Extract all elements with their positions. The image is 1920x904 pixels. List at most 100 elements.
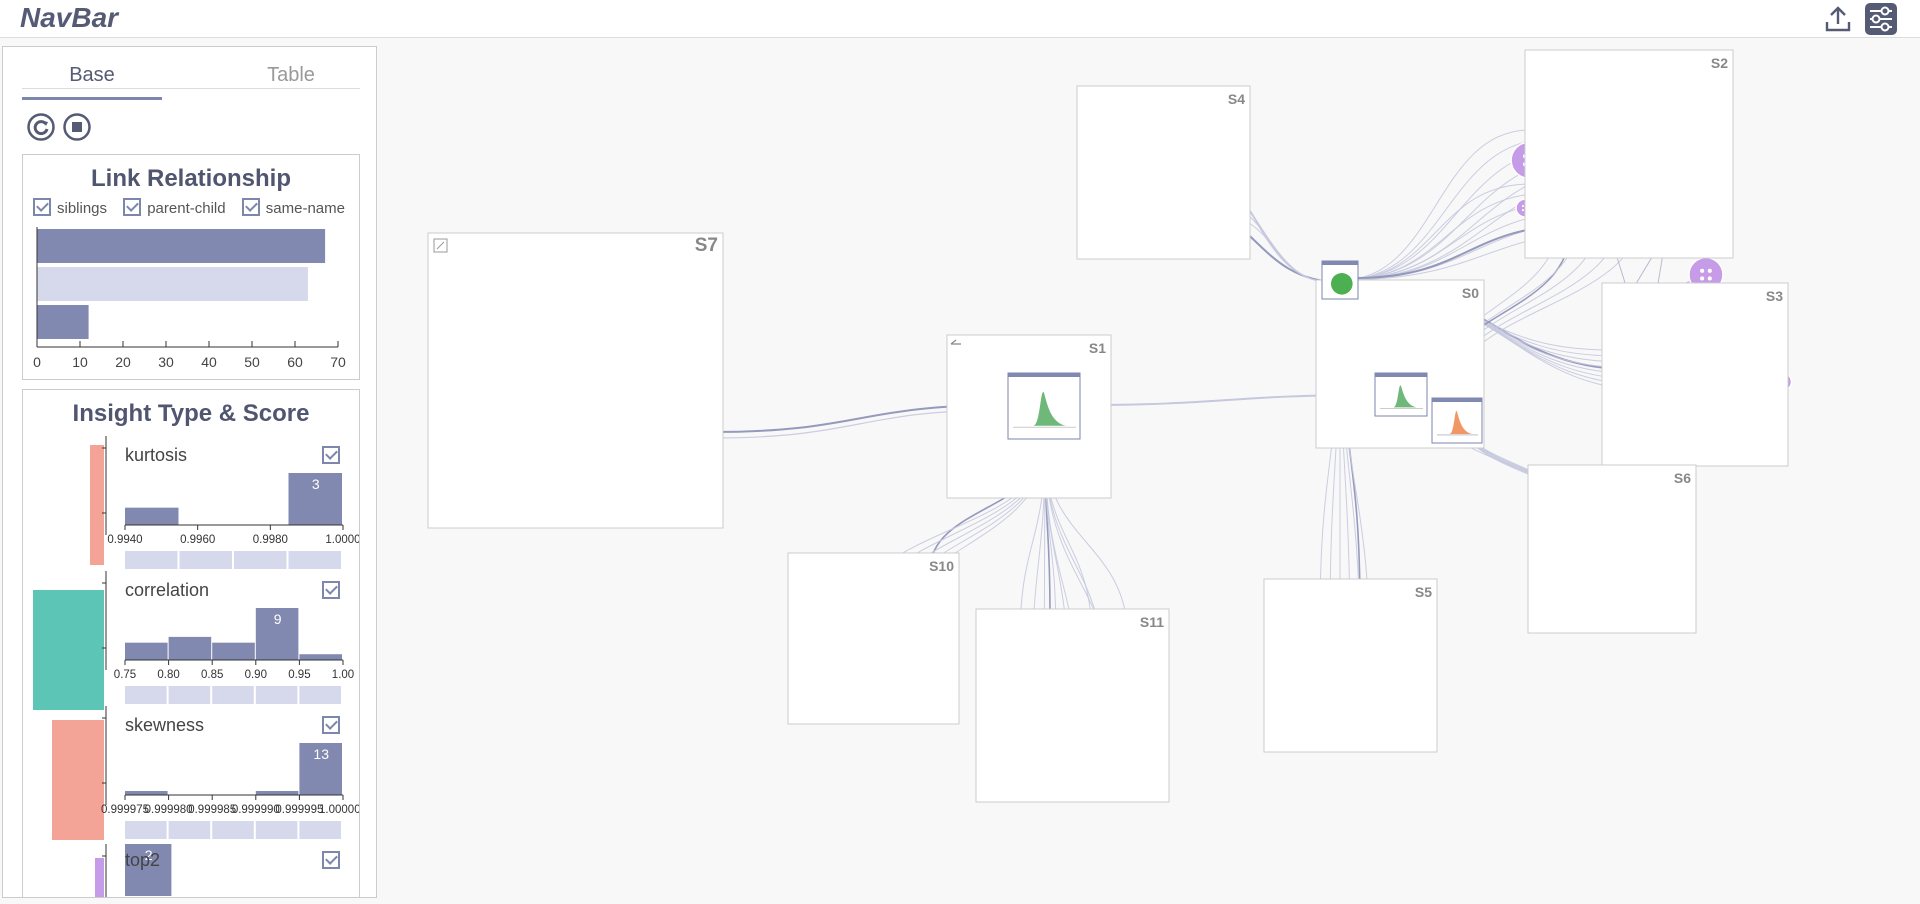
insight-score-slider	[288, 551, 341, 569]
insight-type-bar-correlation	[33, 590, 104, 710]
link-axis-tick-label: 70	[330, 354, 346, 370]
dot-icon	[1521, 204, 1525, 208]
dot-icon	[1521, 209, 1525, 212]
subspace-frame	[1527, 464, 1697, 634]
insight-hist-bar	[125, 844, 172, 896]
option-same-name[interactable]: same-name	[241, 198, 345, 217]
insight-hist-bar	[299, 743, 342, 795]
insight-label-kurtosis: kurtosis	[125, 445, 188, 465]
checkbox-icon[interactable]	[33, 198, 51, 216]
skewness-checkbox[interactable]	[322, 716, 340, 734]
insight-tick-label: 0.85	[201, 669, 223, 681]
tab-divider	[22, 88, 360, 89]
dot-icon	[1707, 276, 1712, 281]
insight-type-bar-kurtosis	[90, 445, 104, 565]
insight-score-slider	[212, 686, 254, 704]
card-header	[1432, 398, 1482, 402]
insight-hist-bar	[255, 791, 299, 795]
insight-label-correlation: correlation	[125, 580, 210, 600]
subspace-label: S11	[1140, 614, 1164, 630]
insight-type-bar-top2	[95, 858, 104, 897]
stop-icon[interactable]	[63, 113, 91, 141]
card-header	[1375, 373, 1427, 377]
insight-hist-bar	[125, 507, 179, 525]
insight-tick-label: 0.9960	[180, 534, 215, 546]
insight-tick-label: 0.80	[157, 669, 179, 681]
correlation-checkbox[interactable]	[322, 581, 340, 599]
expand-icon	[433, 238, 448, 253]
subspace-frame	[1524, 49, 1734, 259]
insight-type-bar-skewness	[52, 720, 104, 840]
insight-hist-bar	[212, 642, 255, 660]
insight-hist-label: 9	[274, 611, 282, 627]
checkbox-icon[interactable]	[241, 198, 260, 216]
link-axis-tick-label: 30	[158, 354, 174, 370]
link-relationship-title: Link Relationship	[90, 165, 291, 192]
insight-hist-bar	[299, 654, 342, 660]
card-density-icon	[1033, 392, 1066, 426]
link-bar	[37, 229, 326, 263]
insight-score-slider	[234, 551, 287, 569]
link-axis-tick-label: 20	[115, 354, 131, 370]
insight-score-slider	[125, 686, 167, 704]
link-bar	[37, 305, 89, 339]
insight-score-slider	[299, 686, 341, 704]
subspace-frame	[427, 232, 724, 529]
card-density-icon	[1449, 410, 1472, 434]
insight-label-skewness: skewness	[125, 715, 205, 735]
insight-tick-label: 1.00	[332, 669, 354, 681]
subspace-label: S5	[1415, 584, 1432, 600]
insight-score-slider	[299, 821, 341, 839]
insight-preview-card	[1321, 260, 1359, 300]
checkbox-icon[interactable]	[123, 198, 142, 216]
refresh-icon[interactable]	[27, 113, 55, 141]
sliders-icon[interactable]	[1864, 2, 1898, 36]
card-density-icon	[1393, 385, 1417, 408]
dot-icon	[1707, 268, 1712, 273]
option-parent-child[interactable]: parent-child	[123, 198, 226, 217]
tab-table[interactable]: Table	[267, 64, 315, 86]
top2-checkbox[interactable]	[322, 851, 340, 869]
subspace-label: S3	[1766, 288, 1783, 304]
upload-icon[interactable]	[1823, 4, 1853, 34]
dot-icon	[1700, 276, 1705, 281]
kurtosis-checkbox[interactable]	[322, 446, 340, 464]
inter-link	[1341, 129, 1531, 281]
insight-hist-label: 2	[145, 847, 153, 863]
insight-tick-label: 1.0000	[325, 534, 359, 546]
link-axis-tick-label: 10	[72, 354, 88, 370]
card-header	[1008, 373, 1080, 377]
link-axis-tick-label: 50	[244, 354, 260, 370]
insight-score-slider	[255, 686, 298, 704]
insight-tick-label: 0.95	[288, 669, 310, 681]
insight-tick-label: 0.999990	[232, 804, 280, 816]
navbar-title: NavBar	[20, 2, 119, 33]
subspace-frame	[1601, 282, 1789, 467]
insight-tick-label: 1.000000	[319, 804, 359, 816]
insight-tick-label: 0.9940	[107, 534, 142, 546]
insight-tick-label: 0.999995	[275, 804, 323, 816]
navbar: NavBar	[0, 0, 1920, 38]
inter-link	[1341, 192, 1551, 281]
insight-hist-bar	[168, 636, 212, 660]
insight-tick-label: 0.999985	[188, 804, 236, 816]
option-siblings[interactable]: siblings	[33, 198, 107, 217]
back-icon	[950, 339, 961, 345]
insight-tick-label: 0.75	[114, 669, 136, 681]
subspace-label: S1	[1089, 340, 1106, 356]
insight-score-slider	[168, 686, 211, 704]
dot-icon	[1700, 268, 1705, 273]
insight-hist-bar	[288, 473, 342, 525]
link-axis-tick-label: 40	[201, 354, 217, 370]
insight-preview-card	[1007, 372, 1081, 440]
insight-preview-card	[1374, 372, 1428, 417]
link-bar	[37, 267, 308, 301]
inter-link	[1341, 183, 1531, 281]
tab-base[interactable]: Base	[22, 57, 162, 100]
inter-link	[1341, 138, 1551, 281]
insight-tick-label: 0.90	[245, 669, 267, 681]
insight-hist-label: 13	[313, 746, 329, 762]
